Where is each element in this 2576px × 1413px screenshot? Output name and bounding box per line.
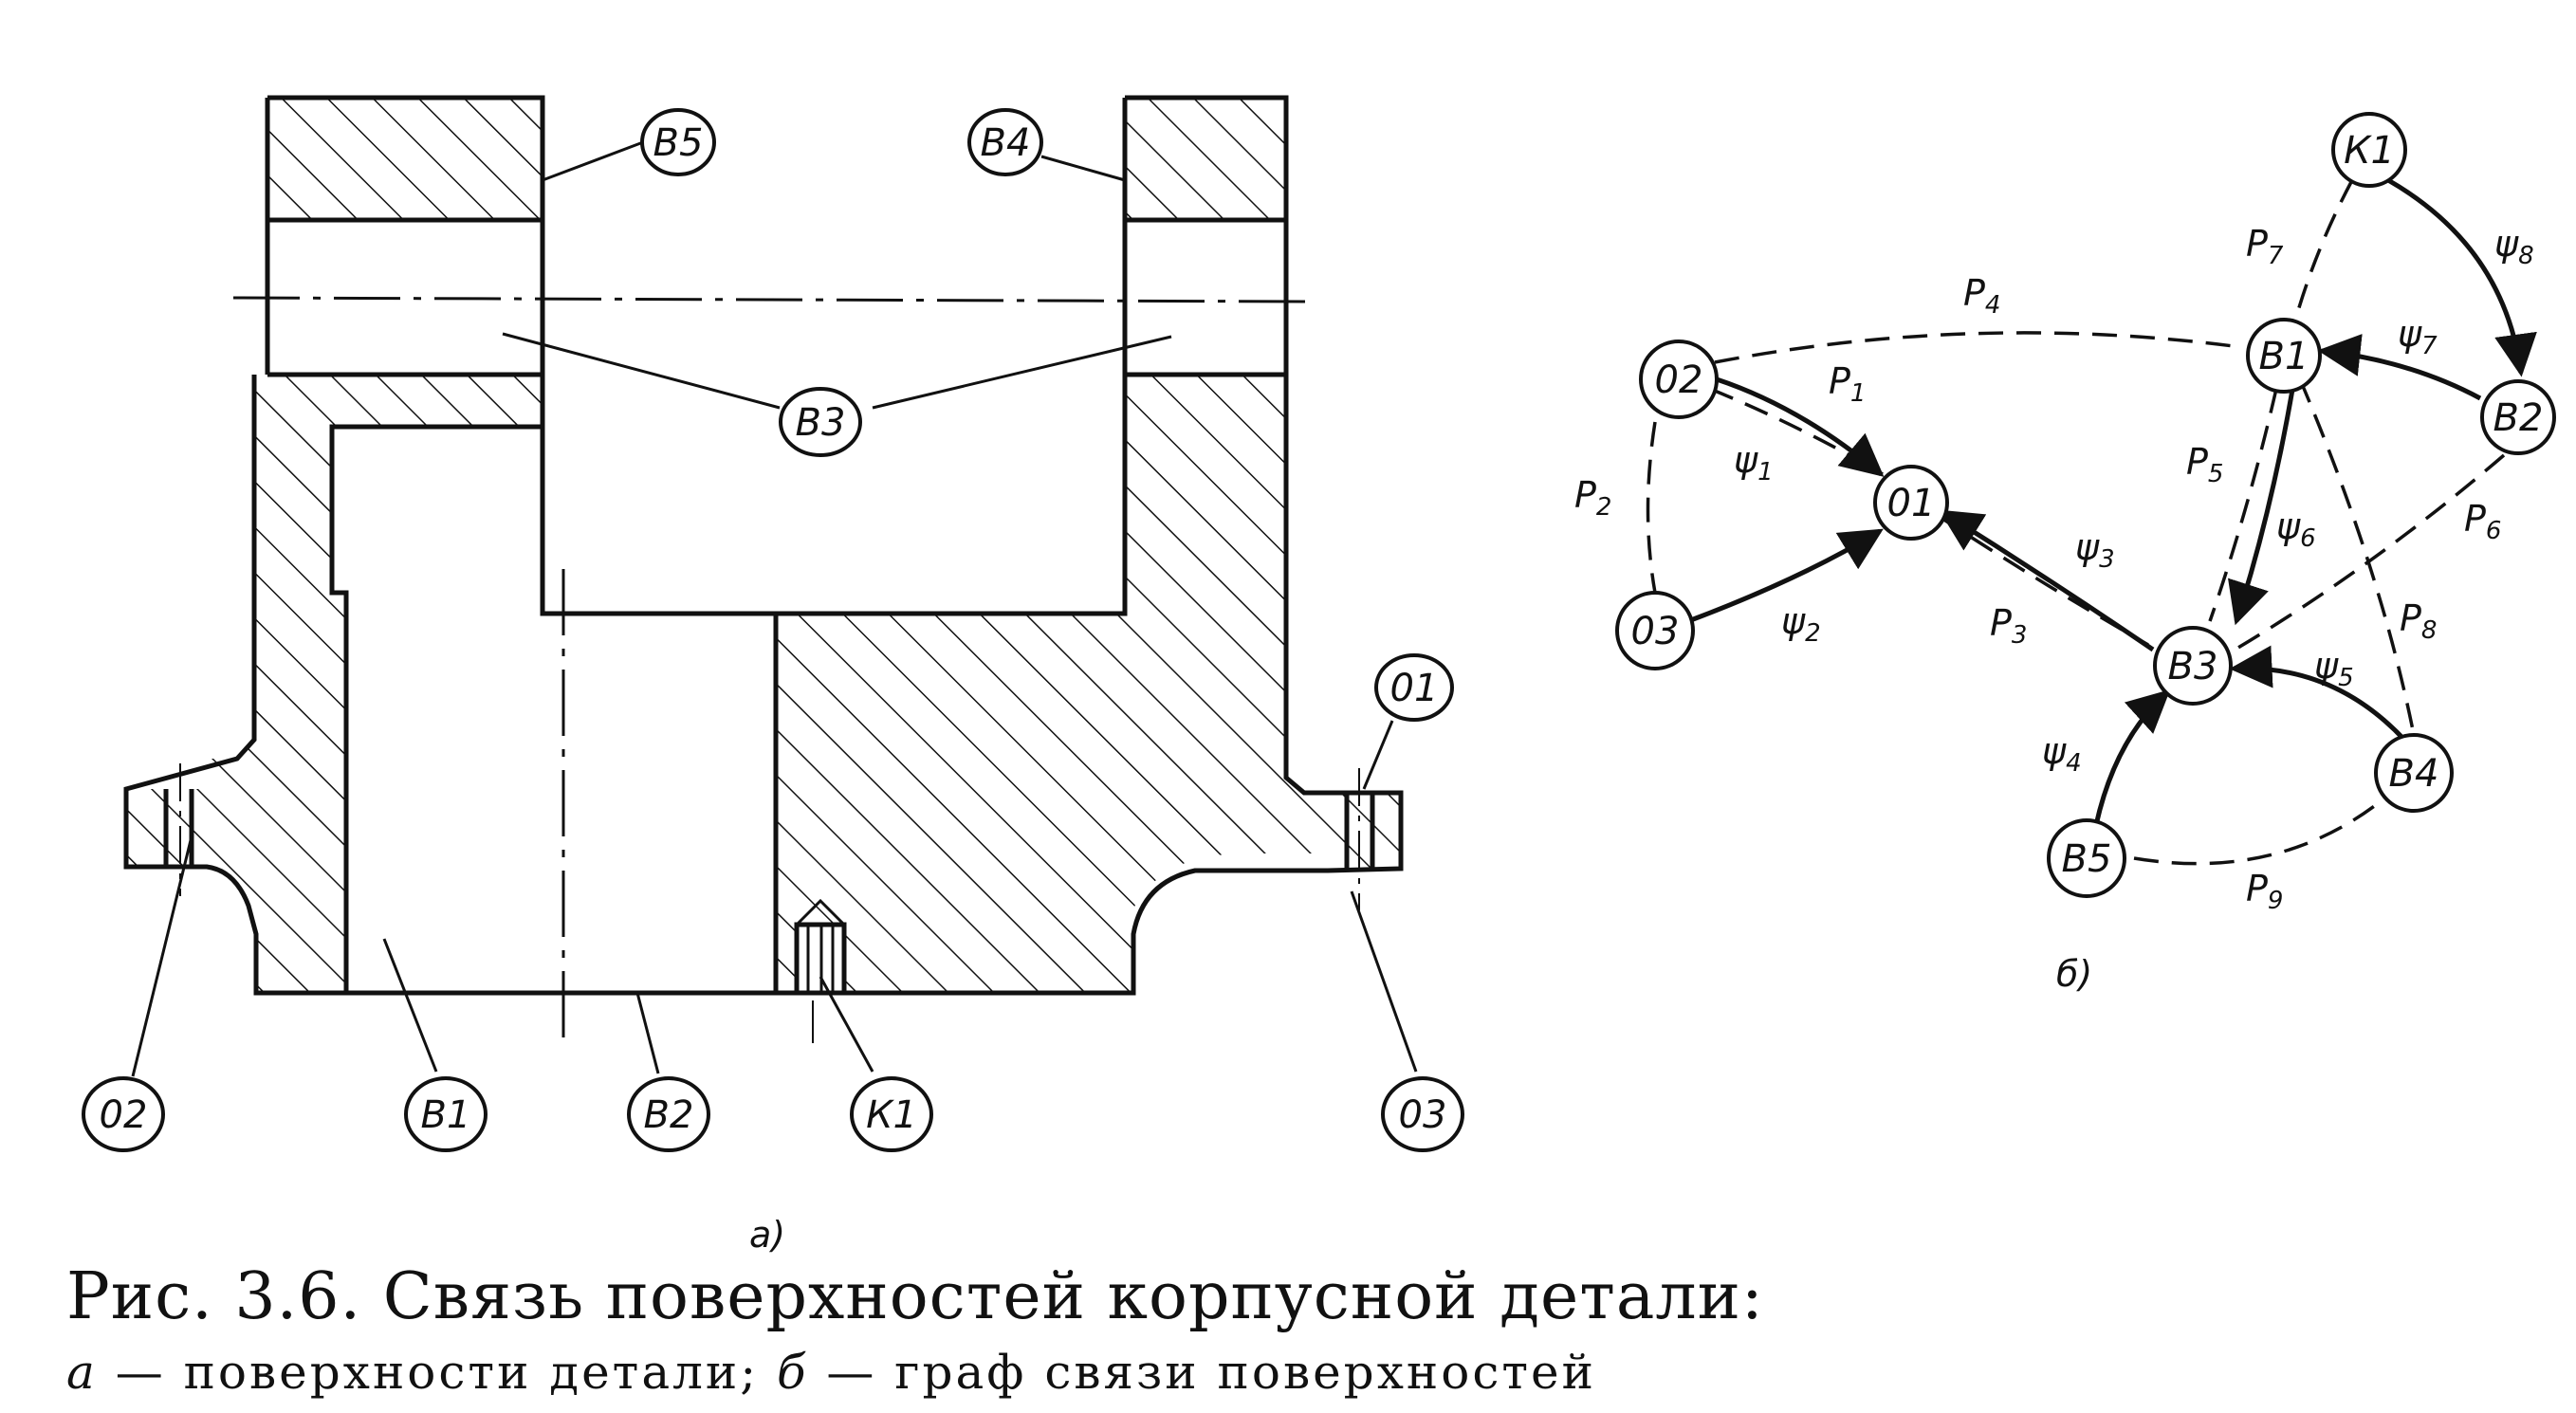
label-P8: P8 [2400, 597, 2437, 645]
callout-K1: К1 [850, 1076, 933, 1152]
svg-text:01: 01 [1887, 482, 1936, 525]
dimension-labels: P1 P2 P3 P4 P5 P6 P7 P8 P9 [1574, 223, 2501, 915]
label-psi1: ψ1 [1734, 439, 1774, 486]
caption-text-a: — поверхности детали; [97, 1345, 777, 1400]
svg-text:03: 03 [1399, 1093, 1447, 1137]
base-edges [1687, 177, 2537, 826]
label-psi5: ψ5 [2314, 645, 2354, 692]
caption-text-b: — граф связи поверхностей [808, 1345, 1596, 1400]
svg-text:03: 03 [1631, 610, 1680, 653]
part-b-label: б) [2056, 953, 2092, 995]
svg-text:В2: В2 [644, 1093, 694, 1137]
svg-text:01: 01 [1390, 667, 1439, 710]
svg-text:К1: К1 [866, 1093, 917, 1137]
node-B1: В1 [2246, 318, 2322, 394]
part-drawing [123, 95, 1418, 1077]
graph-nodes: К1 В1 В2 02 01 03 В3 В4 В5 [1615, 112, 2556, 898]
callout-B2: В2 [627, 1076, 710, 1152]
label-psi8: ψ8 [2494, 223, 2534, 270]
svg-text:02: 02 [100, 1093, 148, 1137]
callout-O3: 03 [1381, 1076, 1464, 1152]
link-graph [1646, 177, 2537, 866]
svg-text:В3: В3 [2168, 645, 2218, 688]
drawing-callouts: В5 В4 В3 01 02 В1 В2 К1 03 [82, 108, 1464, 1152]
inner-step [329, 424, 543, 993]
label-P4: P4 [1963, 272, 2000, 320]
svg-text:В1: В1 [2259, 335, 2309, 378]
label-P6: P6 [2464, 498, 2501, 545]
svg-text:К1: К1 [2344, 129, 2395, 173]
node-B3: В3 [2153, 626, 2233, 706]
callout-B5: В5 [640, 108, 716, 176]
node-B4: В4 [2374, 733, 2454, 813]
svg-text:В2: В2 [2493, 396, 2544, 440]
node-O1: 01 [1873, 465, 1949, 541]
callout-B4: В4 [967, 108, 1043, 176]
svg-text:В3: В3 [796, 401, 846, 445]
dimension-edges [1646, 179, 2506, 866]
label-psi3: ψ3 [2075, 526, 2115, 574]
leader-lines [131, 140, 1418, 1077]
label-P9: P9 [2246, 868, 2283, 915]
callout-O2: 02 [82, 1076, 165, 1152]
upper-bore [540, 98, 1128, 616]
label-psi7: ψ7 [2398, 313, 2438, 360]
callout-O1: 01 [1374, 653, 1454, 722]
label-P5: P5 [2186, 441, 2223, 488]
node-O3: 03 [1615, 591, 1695, 670]
label-P7: P7 [2246, 223, 2284, 270]
figure-caption-title: Рис. 3.6. Связь поверхностей корпусной д… [66, 1259, 1764, 1334]
svg-text:В4: В4 [981, 121, 1031, 165]
node-B2: В2 [2480, 379, 2556, 455]
svg-text:В5: В5 [653, 121, 704, 165]
svg-text:В5: В5 [2062, 837, 2112, 881]
svg-text:02: 02 [1655, 358, 1703, 402]
svg-text:В4: В4 [2389, 752, 2439, 796]
label-P2: P2 [1574, 474, 1611, 522]
figure-caption-legend: а — поверхности детали; б — граф связи п… [66, 1345, 1596, 1400]
callout-B1: В1 [404, 1076, 488, 1152]
node-B5: В5 [2047, 818, 2126, 898]
part-a-label: а) [749, 1214, 785, 1256]
label-psi2: ψ2 [1781, 600, 1821, 648]
node-O2: 02 [1639, 339, 1719, 419]
node-K1: К1 [2331, 112, 2407, 188]
svg-text:В1: В1 [421, 1093, 471, 1137]
hatched-sections [126, 98, 1401, 993]
callout-B3: В3 [779, 387, 862, 457]
base-labels: ψ1 ψ2 ψ3 ψ4 ψ5 ψ6 ψ7 ψ8 [1734, 223, 2534, 778]
label-P1: P1 [1829, 360, 1866, 408]
label-psi6: ψ6 [2276, 505, 2316, 553]
caption-key-a: а [66, 1345, 98, 1400]
label-psi4: ψ4 [2042, 730, 2082, 778]
caption-key-b: б [776, 1345, 809, 1400]
label-P3: P3 [1990, 602, 2027, 650]
